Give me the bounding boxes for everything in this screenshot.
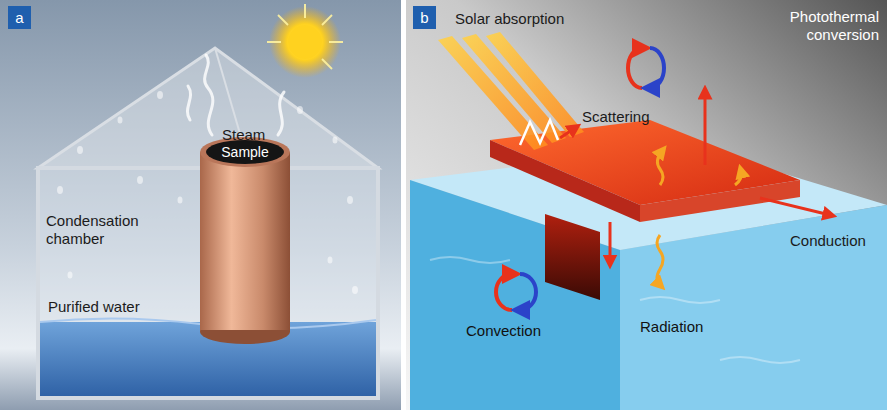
sample-label: Sample <box>221 144 268 161</box>
solar-still <box>0 0 401 410</box>
conduction-label: Conduction <box>790 232 866 250</box>
water-label: Purified water <box>48 298 140 316</box>
radiation-label: Radiation <box>640 318 703 336</box>
convection-label: Convection <box>466 322 541 340</box>
steam-label: Steam <box>222 126 265 144</box>
photothermal-scheme <box>406 0 887 410</box>
photothermal-label: Photothermal conversion <box>769 8 879 44</box>
scattering-label: Scattering <box>582 108 650 126</box>
panel-letter: b <box>413 6 436 29</box>
panel-letter-text: a <box>11 7 27 28</box>
solar-label: Solar absorption <box>455 10 564 28</box>
panel-letter: a <box>8 6 31 29</box>
panel-letter-text: b <box>416 7 432 28</box>
chamber-label: Condensation chamber <box>46 212 166 248</box>
